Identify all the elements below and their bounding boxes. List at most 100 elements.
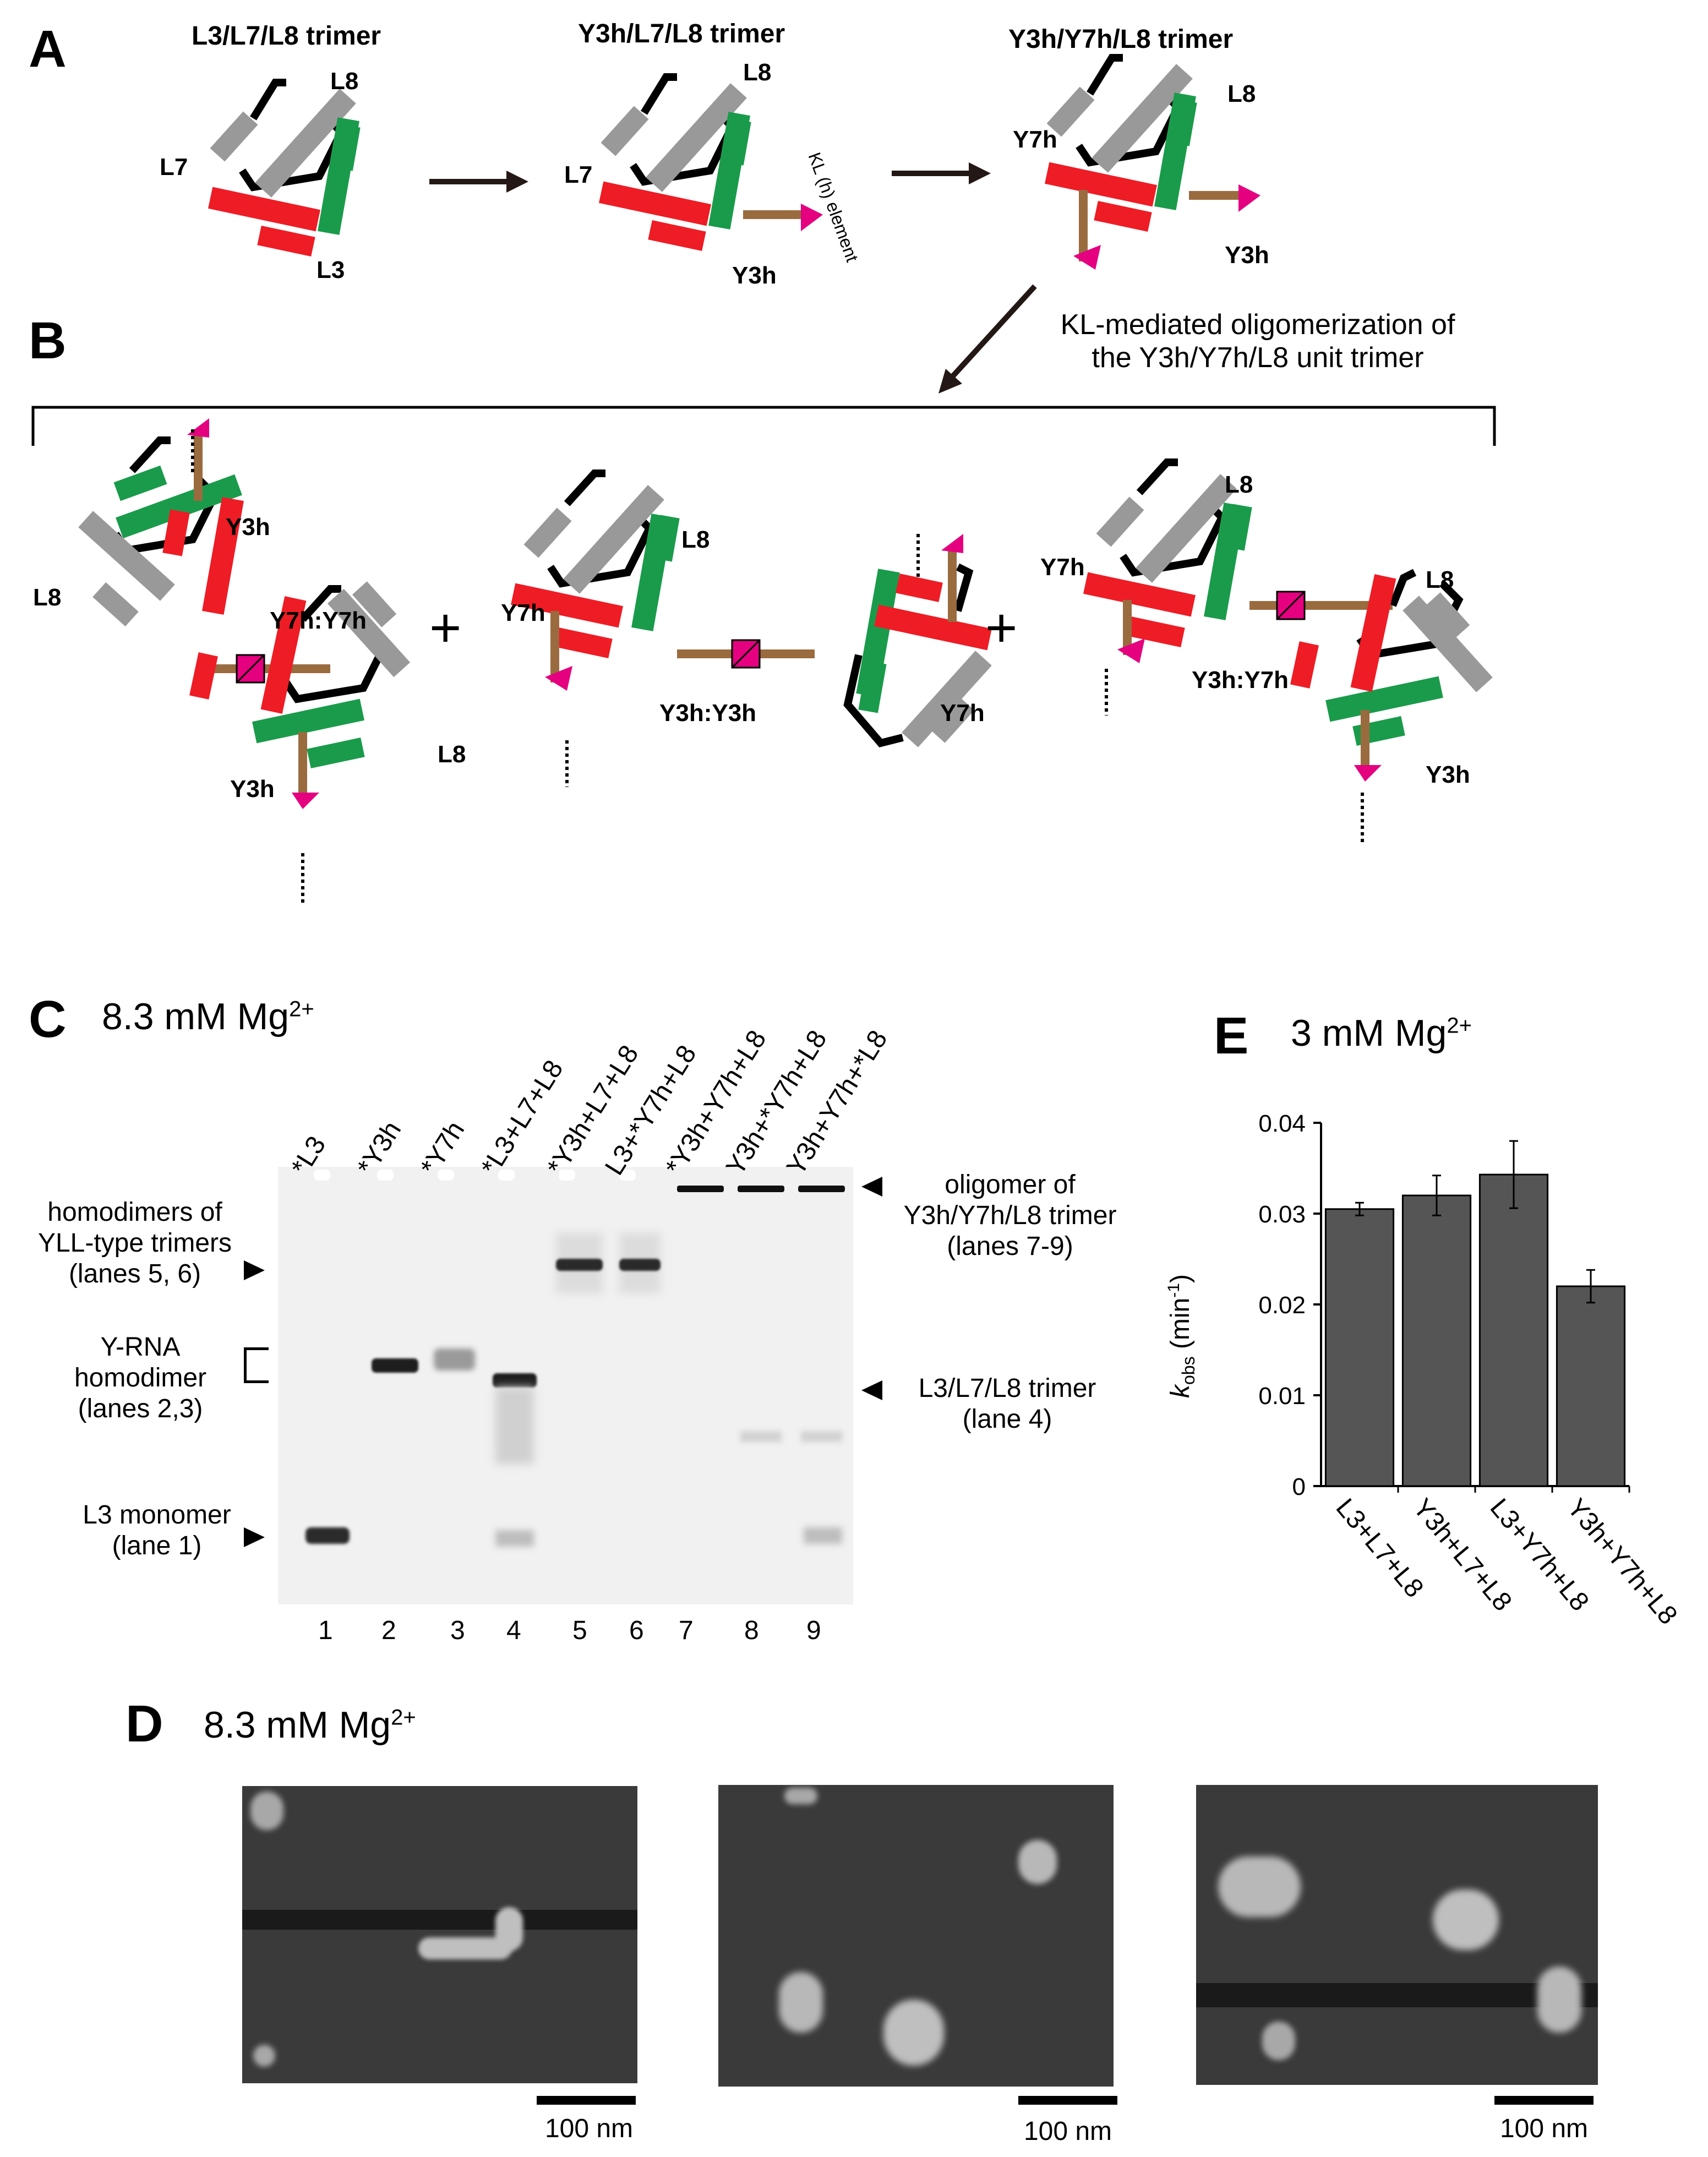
trimer-y3h-l7-l8 [599, 73, 823, 252]
arrowhead-oligomer [861, 1177, 882, 1197]
plus-2: + [985, 597, 1017, 659]
s2-label-y7h-right: Y7h [940, 700, 985, 727]
y-axis-label: kobs (min-1) [1165, 1274, 1198, 1398]
s1-label-l8-right: L8 [438, 741, 466, 768]
lane-number-8: 8 [744, 1616, 759, 1645]
panel-d-condition: 8.3 mM Mg2+ [204, 1703, 416, 1746]
band-lane8-oligomer [738, 1186, 784, 1192]
arrowhead-homodimers [244, 1260, 265, 1280]
y-tick-label: 0.03 [1258, 1201, 1306, 1228]
label-l3l7l8-trimer-2: (lane 4) [962, 1405, 1052, 1434]
label-l3-monomer-1: L3 monomer [83, 1500, 231, 1530]
trimer1-title: L3/L7/L8 trimer [192, 21, 381, 51]
panel-c-condition-text: 8.3 mM Mg [102, 996, 290, 1037]
t1-label-l8: L8 [330, 68, 358, 95]
lane-number-7: 7 [679, 1616, 694, 1645]
t3-label-y7h: Y7h [1013, 126, 1057, 153]
label-y-rna-1: Y-RNA [100, 1333, 181, 1362]
band-lane4-trimer [493, 1373, 537, 1388]
lane-number-3: 3 [450, 1616, 465, 1645]
y-tick-label: 0.01 [1258, 1383, 1306, 1410]
label-l3l7l8-trimer-1: L3/L7/L8 trimer [918, 1374, 1096, 1403]
band-lane9-oligomer [798, 1186, 845, 1192]
scale-bar-2 [1018, 2096, 1117, 2105]
bar-1 [1324, 1208, 1395, 1487]
kl-element-label: KL (h) element [804, 150, 862, 265]
panel-d-letter: D [125, 1695, 163, 1753]
panel-e-letter: E [1214, 1007, 1249, 1065]
afm-image-1 [242, 1786, 637, 2083]
oligomer-y7h-y7h [78, 418, 411, 903]
label-homodimers-yll-1: homodimers of [47, 1198, 222, 1227]
label-homodimers-yll-2: YLL-type trimers [37, 1228, 232, 1258]
label-l3-monomer: L3 monomer (lane 1) [66, 1500, 248, 1561]
trimer-y3h-y7h-l8 [1045, 54, 1260, 270]
s3-label-y3h-y7h: Y3h:Y7h [1192, 667, 1289, 693]
panel-e-condition: 3 mM Mg2+ [1291, 1012, 1472, 1055]
s3-label-l8-top: L8 [1225, 471, 1253, 498]
label-homodimers-yll: homodimers of YLL-type trimers (lanes 5,… [22, 1197, 248, 1290]
label-oligomer-3: (lanes 7-9) [947, 1232, 1073, 1261]
bar-4 [1556, 1285, 1626, 1487]
label-l3-monomer-2: (lane 1) [112, 1531, 202, 1560]
band-lane7-oligomer [677, 1186, 724, 1192]
oligomer-y3h-y3h [511, 469, 992, 787]
y-tick-label: 0.04 [1258, 1110, 1306, 1137]
s1-label-l8-left: L8 [33, 584, 61, 611]
y-tick-label: 0 [1292, 1473, 1306, 1500]
oligomerization-caption-line2: the Y3h/Y7h/L8 unit trimer [1092, 342, 1424, 374]
s2-label-y7h-left: Y7h [501, 599, 545, 626]
panel-a-letter: A [29, 20, 67, 78]
gel-image [278, 1167, 853, 1604]
lane-number-2: 2 [381, 1616, 396, 1645]
scale-bar-3 [1494, 2096, 1594, 2105]
s3-label-y7h: Y7h [1040, 554, 1085, 581]
lane-number-5: 5 [572, 1616, 587, 1645]
panel-c-condition-sup: 2+ [289, 997, 314, 1022]
s1-label-y3h-top: Y3h [226, 514, 270, 540]
lane-number-9: 9 [806, 1616, 821, 1645]
t1-label-l3: L3 [317, 256, 345, 283]
label-y-rna-homodimer: Y-RNA homodimer (lanes 2,3) [58, 1332, 223, 1424]
panel-d-condition-text: 8.3 mM Mg [204, 1704, 391, 1746]
plus-1: + [429, 597, 461, 659]
panel-c-condition: 8.3 mM Mg2+ [102, 995, 314, 1038]
t3-label-y3h: Y3h [1225, 242, 1269, 269]
panel-e-condition-text: 3 mM Mg [1291, 1012, 1447, 1054]
scale-bar-1 [537, 2096, 636, 2105]
s2-label-l8: L8 [681, 526, 710, 553]
label-oligomer-1: oligomer of [945, 1170, 1076, 1199]
t2-label-l8: L8 [743, 59, 771, 86]
s1-label-y7h-y7h: Y7h:Y7h [270, 607, 367, 634]
label-homodimers-yll-3: (lanes 5, 6) [68, 1259, 201, 1288]
trimer2-title: Y3h/L7/L8 trimer [578, 19, 785, 48]
panel-b-letter: B [29, 312, 67, 370]
bar-3 [1478, 1173, 1549, 1487]
s3-label-y3h: Y3h [1426, 761, 1470, 788]
label-y-rna-2: homodimer [74, 1363, 207, 1393]
bar-2 [1401, 1194, 1472, 1487]
trimer-l3-l7-l8 [208, 79, 361, 257]
arrowhead-l3-monomer [244, 1527, 265, 1547]
bracket-y-rna [244, 1347, 269, 1383]
scale-bar-label-3: 100 nm [1499, 2114, 1589, 2143]
chart-bars [1324, 1140, 1626, 1487]
label-oligomer-2: Y3h/Y7h/L8 trimer [903, 1201, 1117, 1230]
scale-bar-label-2: 100 nm [1023, 2117, 1112, 2146]
band-lane5-homodimer [556, 1259, 603, 1271]
trimer3-title: Y3h/Y7h/L8 trimer [1008, 25, 1234, 54]
oligomerization-caption: KL-mediated oligomerization of the Y3h/Y… [1040, 308, 1475, 374]
oligomer-y3h-y7h [1083, 458, 1493, 842]
lane-number-4: 4 [506, 1616, 521, 1645]
t2-label-l7: L7 [564, 161, 592, 188]
t3-label-l8: L8 [1227, 80, 1256, 107]
label-y-rna-3: (lanes 2,3) [78, 1394, 203, 1423]
t1-label-l7: L7 [160, 154, 188, 181]
band-lane3-dimer [434, 1348, 475, 1370]
bar-chart: 0.040.030.020.010 L3+L7+L8Y3h+L7+L8L3+Y7… [1165, 1110, 1683, 1630]
t2-label-y3h: Y3h [732, 262, 777, 289]
band-lane1-monomer [305, 1527, 350, 1544]
arrowhead-l3l7l8-trimer [861, 1380, 882, 1400]
